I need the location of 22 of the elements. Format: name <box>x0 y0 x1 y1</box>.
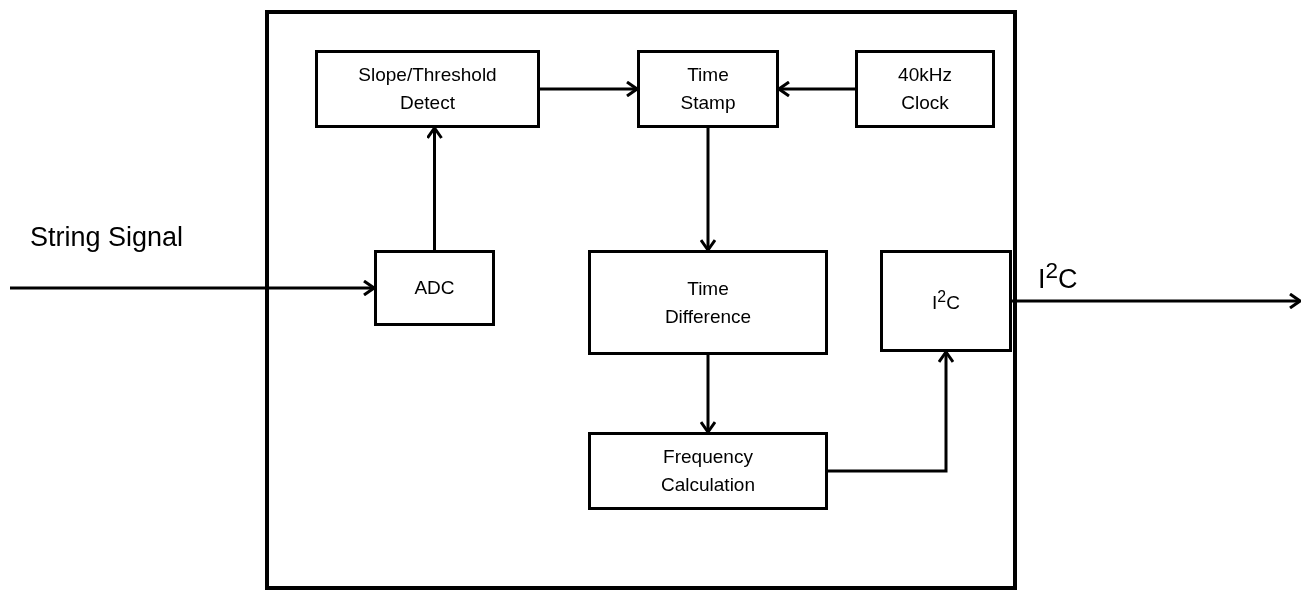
arrow <box>699 355 717 434</box>
box-label: Time Difference <box>663 276 753 329</box>
arrow <box>540 80 639 98</box>
box-label: I$^{2}$C <box>931 286 961 315</box>
arrow <box>828 350 955 473</box>
arrow <box>777 80 855 98</box>
box-label: Slope/Threshold Detect <box>357 63 498 115</box>
process-box <box>374 250 495 326</box>
process-box <box>588 250 828 355</box>
process-box <box>637 50 779 128</box>
process-box <box>588 432 828 510</box>
arrow <box>699 128 717 252</box>
process-box <box>880 250 1012 352</box>
box-label: Frequency Calculation <box>660 445 756 497</box>
arrow <box>10 279 376 297</box>
box-label: Time Stamp <box>679 63 737 115</box>
box-label: ADC <box>413 276 456 301</box>
process-box <box>855 50 995 128</box>
system-boundary-box <box>265 10 1017 590</box>
process-box <box>315 50 540 128</box>
box-label: 40kHz Clock <box>897 63 953 115</box>
arrow <box>426 126 443 250</box>
